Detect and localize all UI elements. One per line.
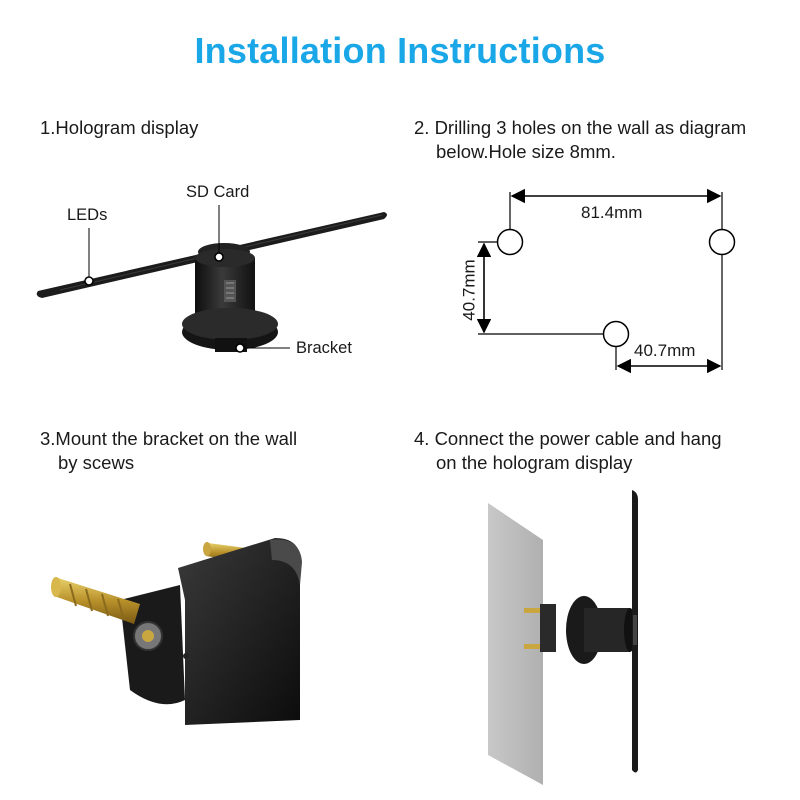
step-1-line-1: 1.Hologram display xyxy=(40,117,199,138)
dimension-top-label: 81.4mm xyxy=(581,203,643,222)
leds-label: LEDs xyxy=(67,206,108,224)
wall xyxy=(488,503,543,785)
step-4-line-1: 4. Connect the power cable and hang xyxy=(414,428,722,449)
front-screw xyxy=(51,577,140,624)
step-2-line-1: 2. Drilling 3 holes on the wall as diagr… xyxy=(414,117,747,138)
hole-top-left xyxy=(496,228,524,256)
step-2-text: 2. Drilling 3 holes on the wall as diagr… xyxy=(414,116,746,164)
mounted-hub xyxy=(584,608,630,652)
sd-card-label: SD Card xyxy=(186,183,250,201)
hole-bottom xyxy=(602,320,630,348)
step-2-line-2: below.Hole size 8mm. xyxy=(436,141,616,162)
hole-top-right xyxy=(708,228,736,256)
step-4-line-2: on the hologram display xyxy=(436,452,633,473)
step-4-text: 4. Connect the power cable and hang on t… xyxy=(414,427,722,475)
page-title: Installation Instructions xyxy=(194,30,606,71)
step-3-line-2: by scews xyxy=(58,452,135,473)
bracket-body xyxy=(178,538,300,725)
step-1-text: 1.Hologram display xyxy=(40,116,198,140)
step-3-text: 3.Mount the bracket on the wall by scews xyxy=(40,427,297,475)
bracket-label: Bracket xyxy=(296,339,352,357)
dimension-bottom-label: 40.7mm xyxy=(634,341,696,360)
step-3-line-1: 3.Mount the bracket on the wall xyxy=(40,428,298,449)
